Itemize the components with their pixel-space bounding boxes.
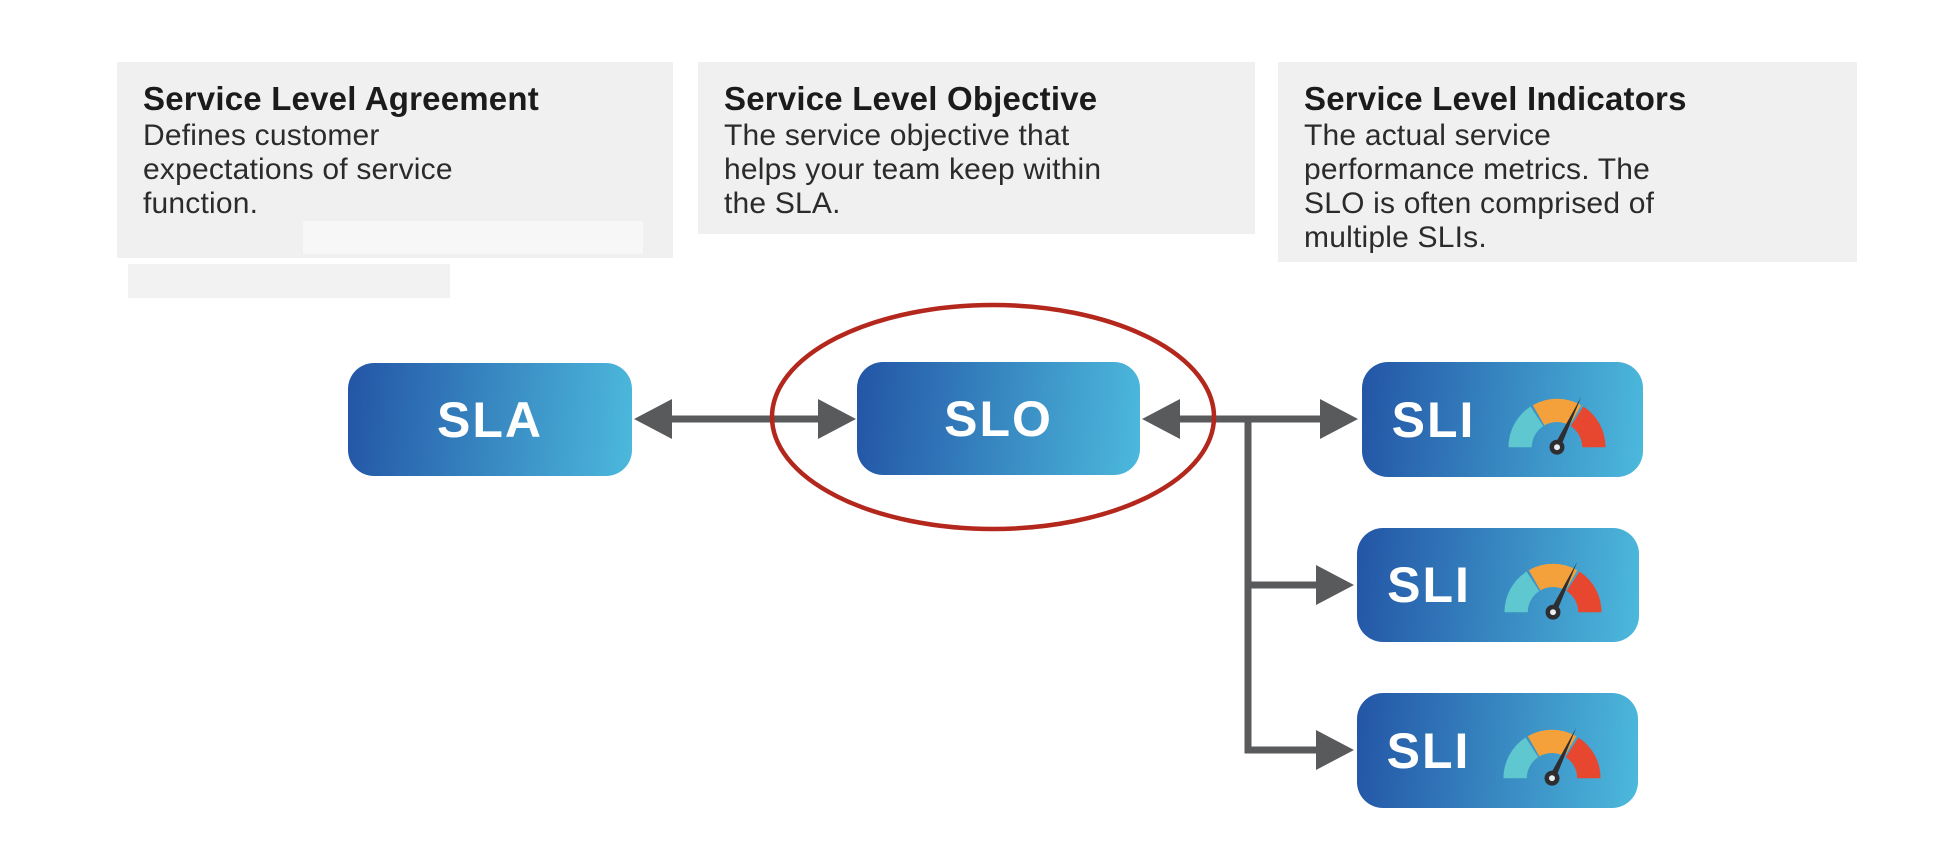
arrowhead-right-to-slo [818,399,856,439]
node-sla: SLA [348,363,632,476]
node-slo: SLO [857,362,1140,475]
card-service-level-agreement: Service Level Agreement Defines customer… [117,62,673,258]
card-body-sla: Defines customer expectations of service… [143,119,453,220]
gauge-needle [1549,727,1577,780]
card-body-sli: The actual service performance metrics. … [1304,119,1655,254]
card-service-level-indicators: Service Level Indicators The actual serv… [1278,62,1857,262]
card-title-sli: Service Level Indicators [1304,80,1687,117]
node-sli-2: SLI [1357,528,1639,642]
node-sli-label: SLI [1386,722,1471,779]
gauge-needle [1549,561,1578,614]
arrowhead-to-sli-2 [1316,565,1354,605]
card-body-slo: The service objective that helps your te… [724,119,1102,220]
arrowhead-left-to-sla [634,399,672,439]
card-title-slo: Service Level Objective [724,80,1098,117]
node-sla-label: SLA [437,391,543,448]
arrowhead-to-sli-3 [1316,730,1354,770]
arrowhead-to-sli-1 [1320,399,1358,439]
node-slo-label: SLO [944,390,1053,447]
redacted-text-patch [128,264,450,298]
node-sli-1: SLI [1362,362,1643,477]
card-title-sla: Service Level Agreement [143,80,539,117]
gauge-needle [1554,396,1582,449]
gauge-icon [1504,561,1602,620]
node-sli-3: SLI [1357,693,1638,808]
node-sli-label: SLI [1387,557,1471,613]
arrowhead-left-to-slo [1142,399,1180,439]
gauge-icon [1503,727,1601,786]
redacted-text-patch [303,221,643,254]
node-sli-label: SLI [1391,391,1476,448]
gauge-icon [1508,396,1606,455]
card-service-level-objective: Service Level Objective The service obje… [698,62,1255,234]
